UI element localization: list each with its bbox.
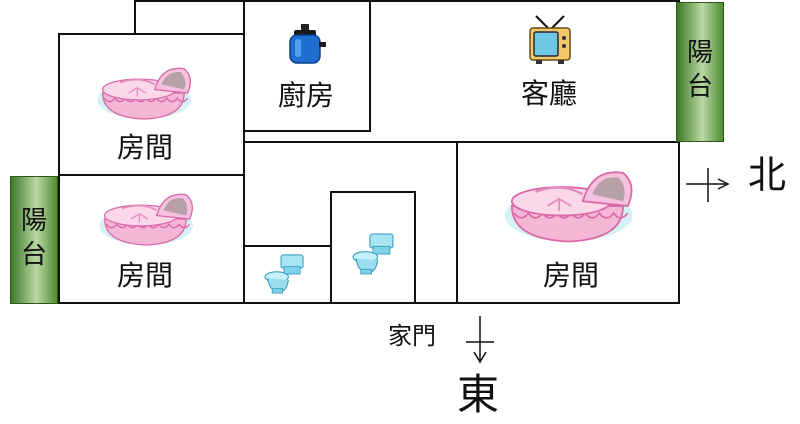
bedroom-bottom-left-label: 房間 — [117, 259, 174, 292]
east-label: 東 — [457, 370, 500, 419]
bassinet-icon — [94, 58, 198, 128]
north-label: 北 — [748, 153, 787, 197]
bassinet-icon — [500, 158, 642, 254]
tv-icon — [529, 15, 571, 64]
north-arrow-icon — [686, 168, 730, 202]
kitchen — [243, 0, 371, 132]
balcony-left-label-1: 陽 — [20, 206, 47, 236]
bottom-wall — [414, 302, 458, 304]
bassinet-icon — [96, 184, 200, 254]
bedroom-top-left-label: 房間 — [117, 131, 174, 164]
bedroom-right-label: 房間 — [543, 259, 600, 292]
toilet-icon — [350, 226, 396, 282]
east-arrow-icon — [466, 316, 494, 364]
toilet-icon — [262, 248, 306, 300]
kettle-icon — [289, 24, 326, 64]
balcony-right-label-2: 台 — [686, 72, 713, 102]
balcony-left-label-2: 台 — [20, 240, 47, 270]
door-label: 家門 — [388, 322, 436, 350]
balcony-right: 陽 台 — [676, 2, 724, 142]
kitchen-label: 廚房 — [278, 79, 335, 112]
balcony-left: 陽 台 — [10, 176, 58, 304]
living-room-label: 客廳 — [521, 77, 578, 110]
balcony-right-label-1: 陽 — [686, 38, 713, 68]
